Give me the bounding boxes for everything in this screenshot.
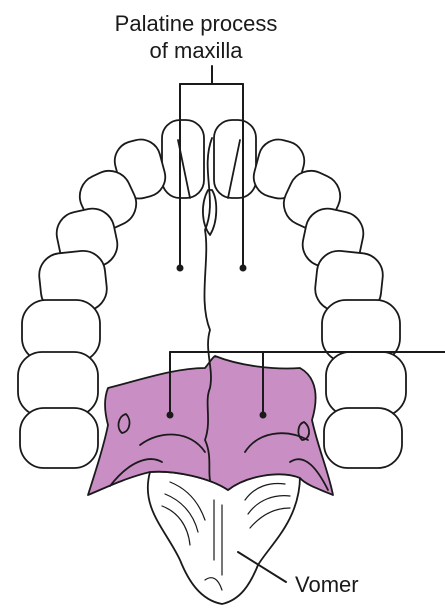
- tooth-central-incisor-left: [162, 120, 204, 198]
- leader-dot-plate-right: [260, 412, 267, 419]
- label-vomer: Vomer: [295, 571, 359, 598]
- leader-dot-plate-left: [167, 412, 174, 419]
- tooth-molar3-left: [20, 408, 98, 468]
- vomer-bone: [148, 472, 300, 604]
- tooth-molar2-left: [18, 352, 98, 416]
- leader-dot-process-left: [177, 265, 184, 272]
- tooth-central-incisor-right: [214, 120, 256, 198]
- tooth-molar3-right: [324, 408, 402, 468]
- label-palatine-process-of-maxilla: Palatine process of maxilla: [96, 10, 296, 64]
- tooth-molar2-right: [326, 352, 406, 416]
- label-palatine-process-line1: Palatine process: [96, 10, 296, 37]
- label-palatine-process-line2: of maxilla: [96, 37, 296, 64]
- leader-dot-process-right: [240, 265, 247, 272]
